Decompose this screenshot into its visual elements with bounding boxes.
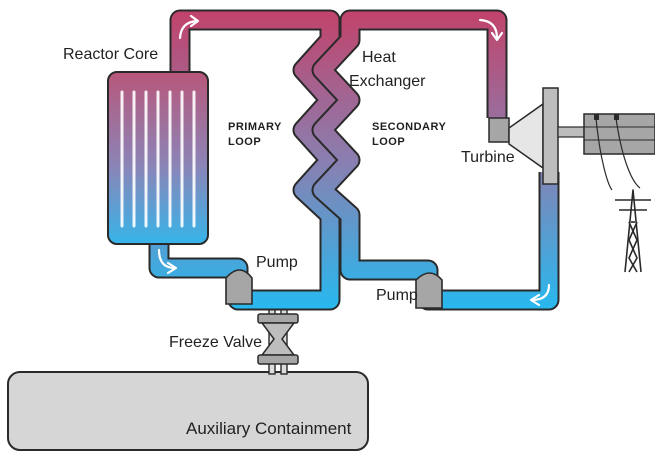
power-lines [595,117,641,191]
power-tower-icon [615,189,651,273]
turbine-label: Turbine [461,149,515,166]
secondary-loop-label-line1: SECONDARY [372,121,447,133]
freeze-valve [257,313,299,365]
heat-exchanger-label-line2: Exchanger [349,73,426,90]
curved-arrow-icon [157,248,178,275]
fuel-channels [120,90,196,228]
primary-loop-label-line2: LOOP [228,136,261,148]
curved-arrow-icon [478,18,504,42]
reactor-core-label: Reactor Core [63,46,158,63]
secondary-loop-pipe [311,9,560,311]
secondary-pump [415,272,443,309]
primary-pump-label: Pump [256,254,298,271]
primary-loop-label-line1: PRIMARY [228,121,282,133]
secondary-loop-label-line2: LOOP [372,136,405,148]
auxiliary-containment-tank [7,371,369,451]
curved-arrow-icon [529,283,551,307]
secondary-pump-label: Pump [376,287,418,304]
reactor-core [107,71,209,245]
auxiliary-containment-label: Auxiliary Containment [186,419,352,438]
turbine [488,87,585,185]
primary-pump [225,269,253,305]
freeze-valve-label: Freeze Valve [169,334,262,351]
generator-icon [583,113,655,155]
heat-exchanger-label-line1: Heat [362,49,396,66]
curved-arrow-icon [178,14,200,40]
